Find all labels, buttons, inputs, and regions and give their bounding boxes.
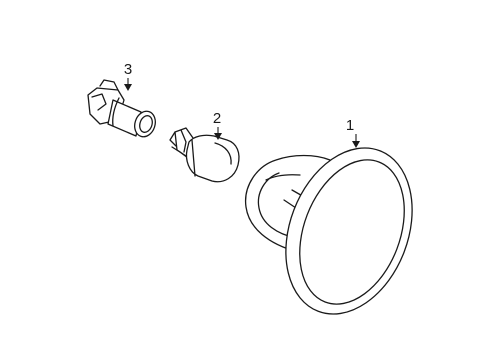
callout-3: 3	[124, 61, 132, 91]
leader-arrow-3	[124, 84, 132, 91]
lens-face	[299, 159, 405, 305]
socket-part	[87, 79, 156, 138]
housing-cup-inner	[257, 172, 297, 239]
socket-flange-tab-2	[99, 79, 119, 91]
socket-mouth-inner	[139, 115, 153, 133]
socket-body-ring	[112, 97, 120, 127]
bulb-wedge-line-1	[169, 131, 177, 147]
bulb-glass-highlight	[214, 142, 232, 165]
callout-label-3: 3	[124, 61, 132, 78]
bulb-wedge-line-3	[171, 146, 189, 159]
callout-label-2: 2	[213, 110, 221, 127]
lens-rim	[285, 147, 413, 315]
bulb-neck	[191, 139, 196, 177]
socket-body	[107, 99, 142, 137]
callout-label-1: 1	[346, 117, 354, 134]
leader-arrow-1	[352, 141, 360, 148]
callout-1: 1	[346, 117, 360, 148]
lamp-housing-part	[244, 147, 413, 315]
bulb-wedge-line-2	[180, 129, 187, 153]
socket-flange-tab	[91, 93, 107, 111]
leader-arrow-2	[214, 133, 222, 140]
housing-cup-inner-rim	[265, 174, 301, 181]
bulb-glass	[185, 134, 240, 183]
callout-2: 2	[213, 110, 222, 140]
bulb-part	[169, 127, 240, 183]
